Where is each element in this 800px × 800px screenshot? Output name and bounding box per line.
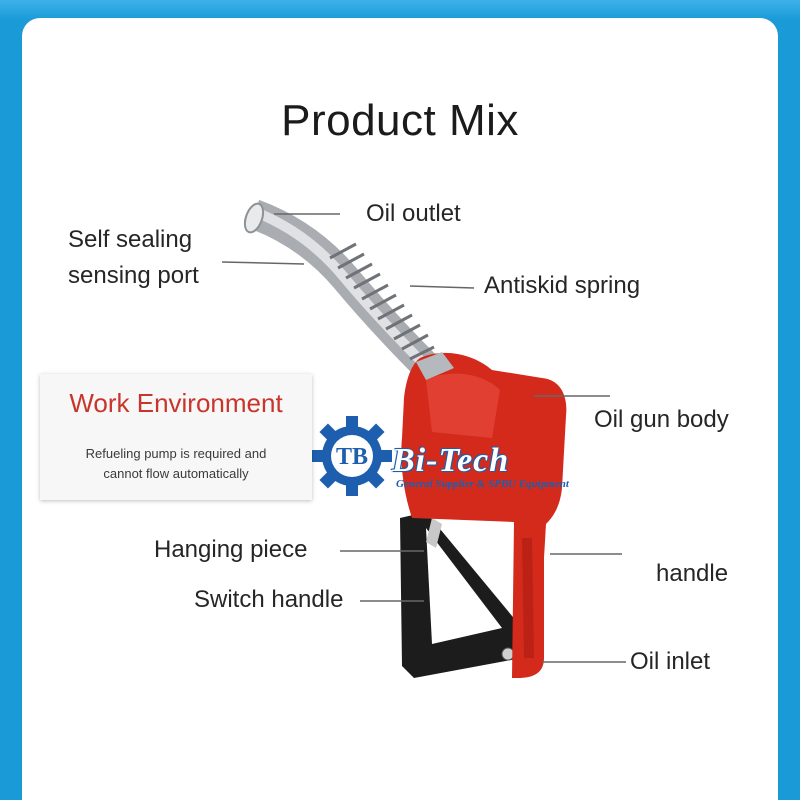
work-environment-line2: cannot flow automatically bbox=[103, 466, 249, 482]
work-environment-line1: Refueling pump is required and bbox=[85, 446, 267, 461]
spout-pipe bbox=[243, 199, 441, 381]
page-title: Product Mix bbox=[281, 96, 519, 145]
label-oil-inlet: Oil inlet bbox=[630, 648, 711, 675]
pointer-lines bbox=[221, 213, 626, 663]
frame-top-border bbox=[0, 0, 800, 20]
watermark-tagline: General Supplier & SPBU Equipment bbox=[396, 478, 569, 490]
switch-handle-lever bbox=[400, 512, 522, 678]
label-switch-handle: Switch handle bbox=[194, 586, 344, 613]
label-oil-outlet: Oil outlet bbox=[366, 200, 461, 227]
work-environment-panel: Work Environment Refueling pump is requi… bbox=[40, 374, 312, 500]
oil-gun-body bbox=[401, 352, 567, 678]
bitech-logo-gear-icon: TB bbox=[312, 416, 392, 496]
label-self-sealing-line1: Self sealing bbox=[68, 226, 193, 253]
label-hanging-piece: Hanging piece bbox=[154, 536, 308, 563]
work-environment-title: Work Environment bbox=[69, 388, 283, 418]
label-oil-gun-body: Oil gun body bbox=[594, 406, 729, 433]
label-self-sealing-line2: sensing port bbox=[68, 262, 199, 289]
work-environment-text: Refueling pump is required and cannot fl… bbox=[40, 444, 312, 484]
label-handle: handle bbox=[656, 560, 729, 587]
product-card: Product Mix bbox=[22, 18, 778, 800]
label-antiskid-spring: Antiskid spring bbox=[484, 272, 641, 299]
logo-letters: TB bbox=[336, 444, 368, 470]
fuel-nozzle-illustration: TB bbox=[221, 199, 626, 678]
spout-collar bbox=[416, 352, 454, 380]
watermark-name: Bi-Tech bbox=[392, 442, 510, 479]
antiskid-spring bbox=[329, 242, 435, 361]
